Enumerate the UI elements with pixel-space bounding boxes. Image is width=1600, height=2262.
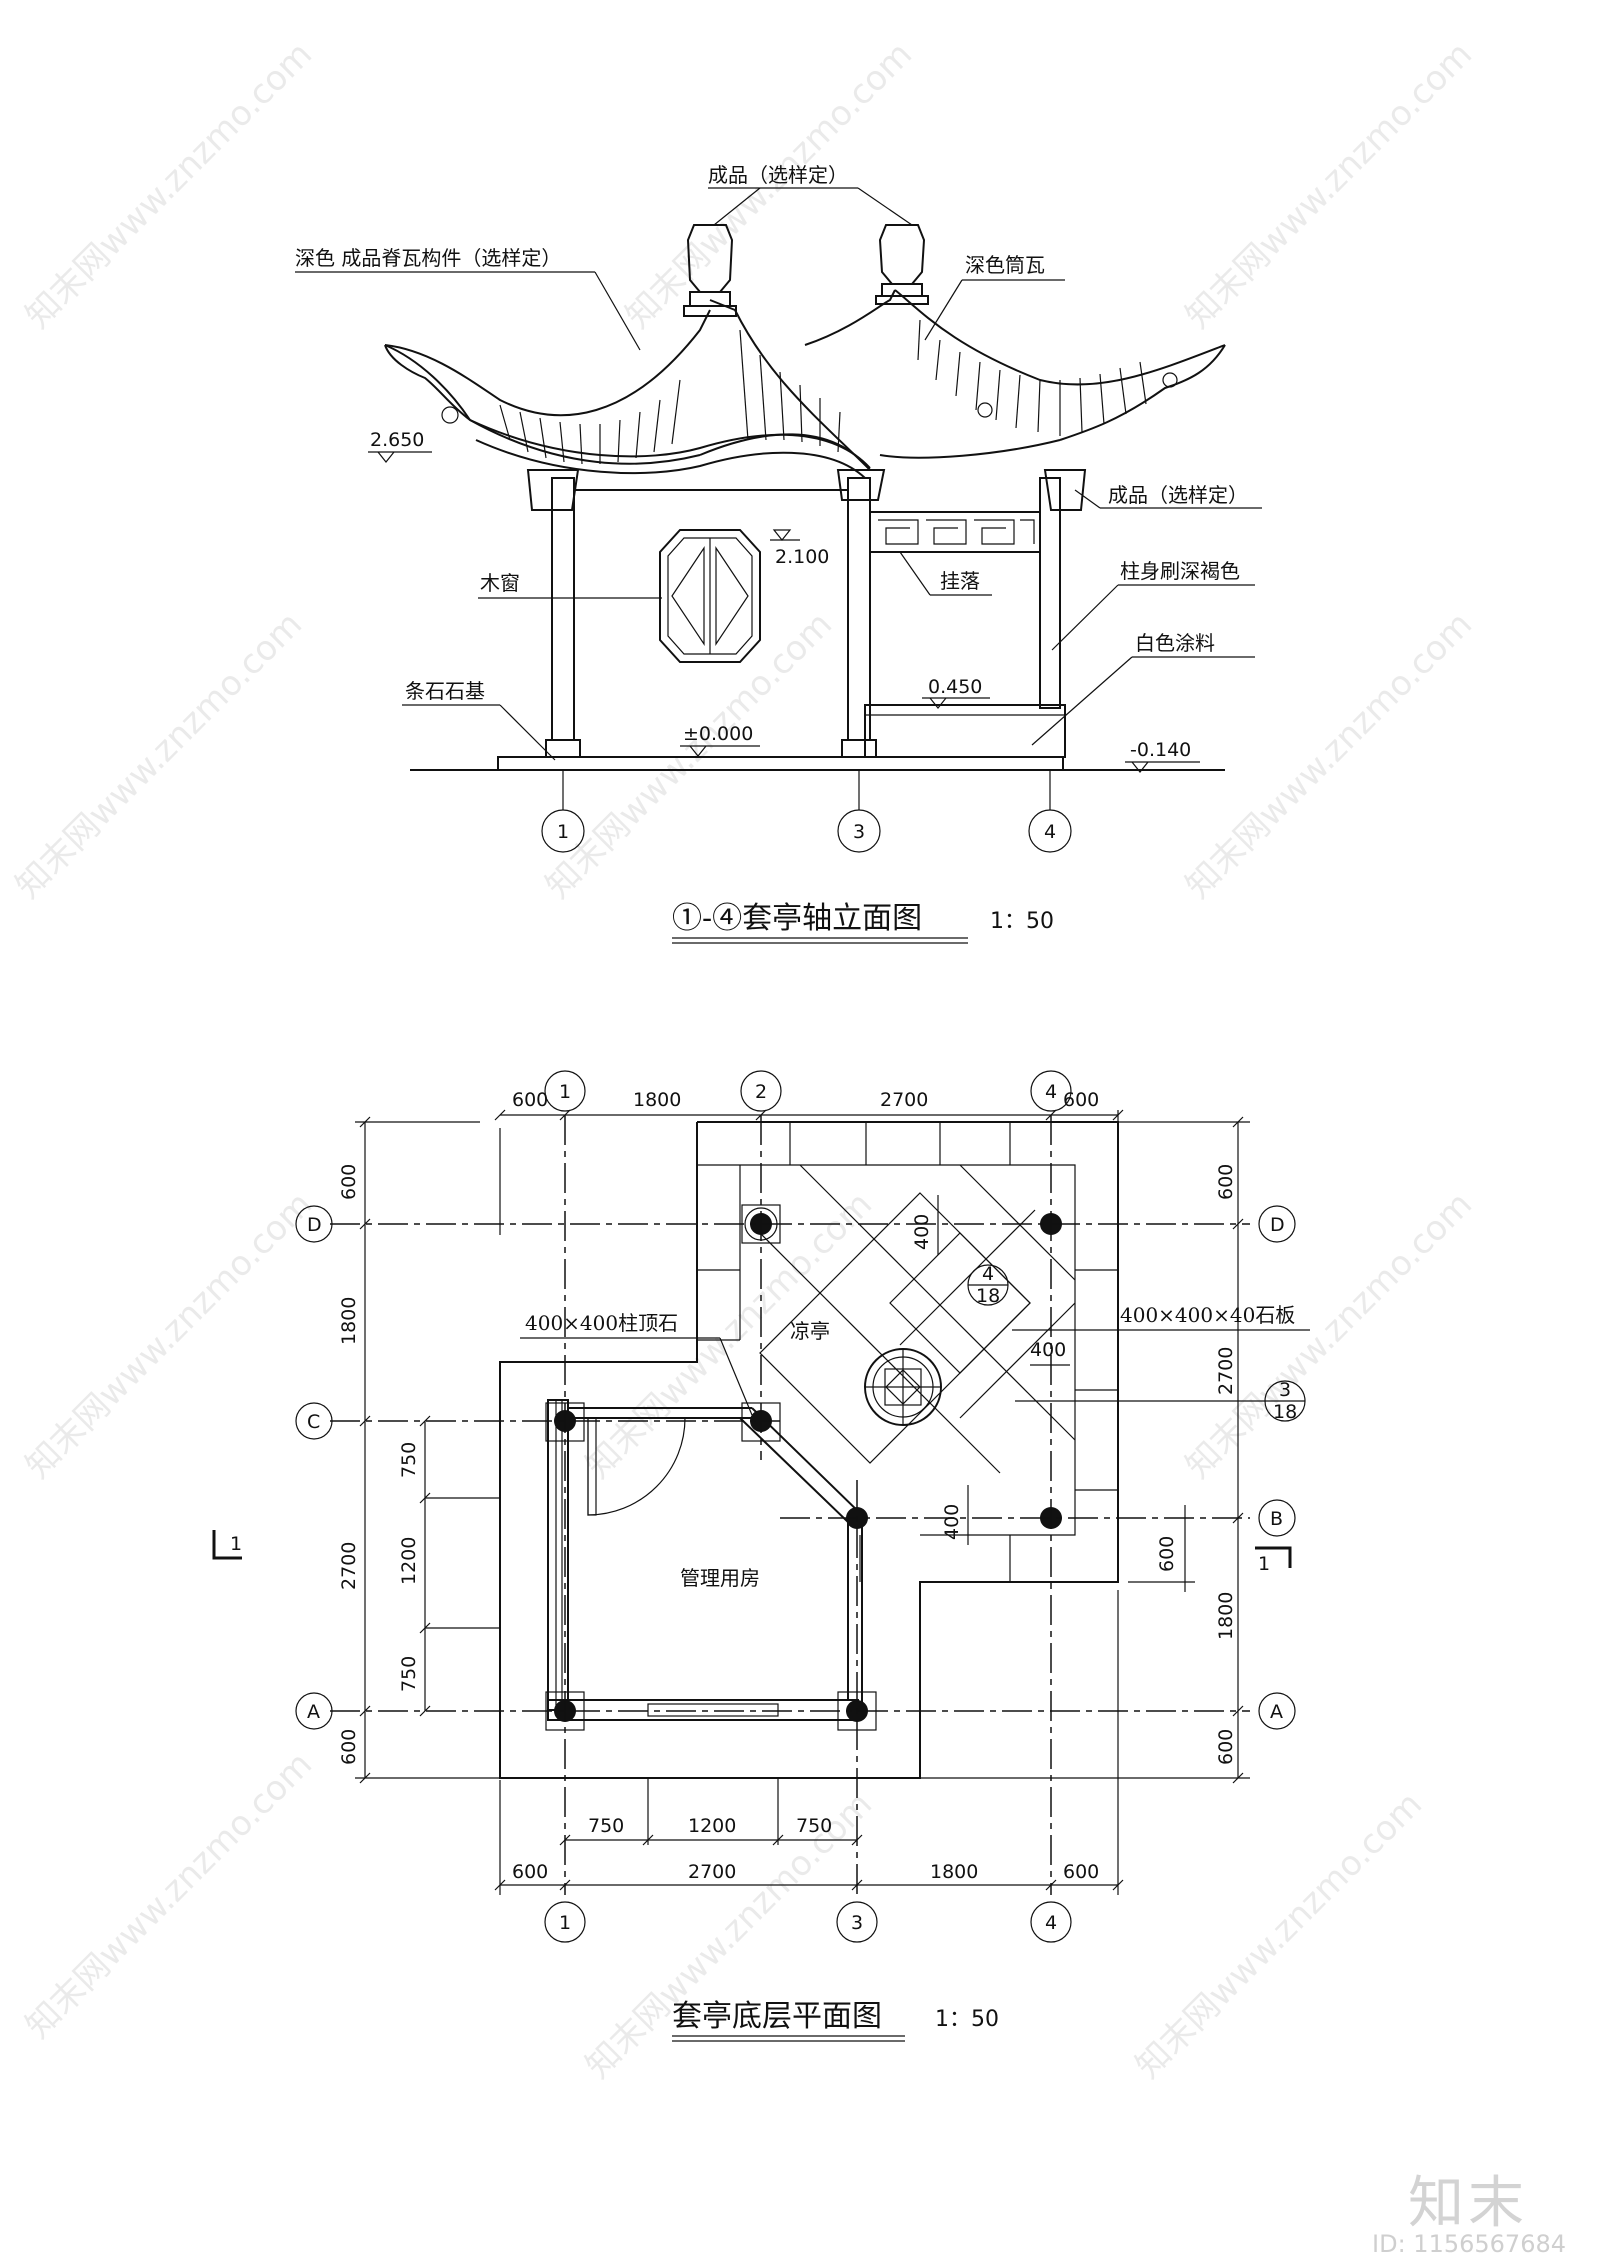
dim-value: 600 (1063, 1089, 1099, 1111)
plan-annotations: 凉亭 管理用房 400×400柱顶石 400×400×40石板 4 18 3 1… (212, 1263, 1310, 1590)
elevation-drawing (384, 224, 1226, 771)
dim-value: 1200 (398, 1537, 420, 1585)
detail-sheet: 18 (1273, 1401, 1297, 1423)
elevation-levels: 2.650 2.100 0.450 ±0.000 -0.140 (368, 429, 1200, 773)
dim-value: 600 (1215, 1729, 1237, 1765)
dim-value: 750 (398, 1656, 420, 1692)
dim-value: 2700 (880, 1089, 928, 1111)
brand-watermark: 知末 (1408, 2171, 1528, 2236)
detail-number: 4 (982, 1263, 994, 1285)
elevation-title-block: ①-④套亭轴立面图 1：50 (672, 901, 1054, 944)
axis-bubble: 1 (559, 1912, 571, 1934)
axis-bubble: A (307, 1701, 320, 1723)
label-column-paint: 柱身刷深褐色 (1120, 559, 1240, 583)
plan-title: 套亭底层平面图 (672, 1999, 882, 2034)
dim-value: 600 (338, 1164, 360, 1200)
axis-bubble: 3 (851, 1912, 863, 1934)
watermark-text: 知末网www.znzmo.com (1178, 604, 1480, 906)
watermark-text: 知末网www.znzmo.com (1128, 1784, 1430, 2086)
elevation-axes: 1 3 4 (541, 770, 1072, 853)
dim-value: 1200 (688, 1815, 736, 1837)
label-ridge-tile: 深色 成品脊瓦构件（选样定） (295, 246, 561, 270)
watermark-text: 知末网www.znzmo.com (18, 34, 320, 336)
watermark-text: 知末网www.znzmo.com (8, 604, 310, 906)
elevation-title: ①-④套亭轴立面图 (672, 901, 922, 936)
label-white-paint: 白色涂料 (1135, 631, 1215, 655)
section-mark: 1 (1258, 1553, 1270, 1575)
label-finished-product-top: 成品（选样定） (708, 163, 848, 187)
wood-window (659, 529, 761, 663)
detail-number: 3 (1279, 1379, 1291, 1401)
watermark-text: 知末网www.znzmo.com (1178, 1184, 1480, 1486)
dim-value: 600 (512, 1861, 548, 1883)
watermark-text: 知末网www.znzmo.com (538, 604, 840, 906)
level-eave: 2.650 (370, 429, 424, 451)
label-dark-tube-tile: 深色筒瓦 (965, 253, 1045, 277)
axis-bubble: D (1270, 1214, 1285, 1236)
level-platform: 0.450 (928, 676, 982, 698)
elevation-scale: 1：50 (990, 909, 1054, 934)
axis-bubble: D (307, 1214, 322, 1236)
dim-value: 2700 (688, 1861, 736, 1883)
label-stone-base: 条石石基 (405, 679, 485, 703)
level-ground: ±0.000 (683, 723, 753, 745)
axis-bubble: 1 (557, 821, 569, 843)
label-hanging-lattice: 挂落 (940, 569, 980, 593)
dim-value: 2700 (1215, 1347, 1237, 1395)
dim-value: 1800 (1215, 1592, 1237, 1640)
note-stone-slab: 400×400×40石板 (1120, 1303, 1295, 1327)
dim-value: 400 (911, 1214, 933, 1250)
dim-value: 400 (941, 1504, 963, 1540)
note-column-stone: 400×400柱顶石 (525, 1311, 678, 1335)
dim-value: 2700 (338, 1542, 360, 1590)
axis-bubble: 4 (1045, 1081, 1057, 1103)
plan-axes: 1 2 4 1 3 4 D C A D B A (295, 1070, 1296, 1943)
label-wood-window: 木窗 (480, 571, 520, 595)
dim-value: 750 (796, 1815, 832, 1837)
dim-value: 600 (1215, 1164, 1237, 1200)
axis-bubble: 3 (853, 821, 865, 843)
dim-value: 600 (1063, 1861, 1099, 1883)
axis-bubble: 1 (559, 1081, 571, 1103)
section-mark: 1 (230, 1533, 242, 1555)
elevation-annotations: 成品（选样定） 深色 成品脊瓦构件（选样定） 深色筒瓦 成品（选样定） 木窗 挂… (295, 163, 1262, 761)
image-id-watermark: ID: 1156567684 (1372, 2230, 1566, 2258)
axis-bubble: B (1270, 1508, 1283, 1530)
level-lintel: 2.100 (775, 546, 829, 568)
axis-bubble: A (1270, 1701, 1283, 1723)
plan-title-block: 套亭底层平面图 1：50 (672, 1999, 999, 2042)
dim-value: 1800 (633, 1089, 681, 1111)
dim-value: 400 (1030, 1339, 1066, 1361)
watermark-text: 知末网www.znzmo.com (18, 1744, 320, 2046)
watermark-text: 知末网www.znzmo.com (578, 1184, 880, 1486)
hanging-lattice (869, 511, 1041, 553)
label-finished-product-side: 成品（选样定） (1108, 483, 1248, 507)
axis-bubble: 4 (1044, 821, 1056, 843)
watermark-text: 知末网www.znzmo.com (18, 1184, 320, 1486)
room-pavilion: 凉亭 (790, 1319, 830, 1343)
lattice-ornament (864, 1348, 942, 1426)
watermark-text: 知末网www.znzmo.com (1178, 34, 1480, 336)
room-office: 管理用房 (680, 1566, 760, 1590)
dim-value: 600 (512, 1089, 548, 1111)
axis-bubble: 4 (1045, 1912, 1057, 1934)
plan-drawing (330, 1115, 1250, 1895)
plan-scale: 1：50 (935, 2007, 999, 2032)
dim-value: 1800 (930, 1861, 978, 1883)
level-outside: -0.140 (1130, 739, 1191, 761)
dim-value: 600 (1156, 1536, 1178, 1572)
dim-value: 600 (338, 1729, 360, 1765)
detail-sheet: 18 (976, 1285, 1000, 1307)
dim-value: 1800 (338, 1297, 360, 1345)
axis-bubble: 2 (755, 1081, 767, 1103)
dim-value: 750 (588, 1815, 624, 1837)
dim-value: 750 (398, 1442, 420, 1478)
plan-dimensions: 600 1800 2700 600 750 1200 750 600 (338, 1089, 1250, 1895)
axis-bubble: C (307, 1411, 320, 1433)
